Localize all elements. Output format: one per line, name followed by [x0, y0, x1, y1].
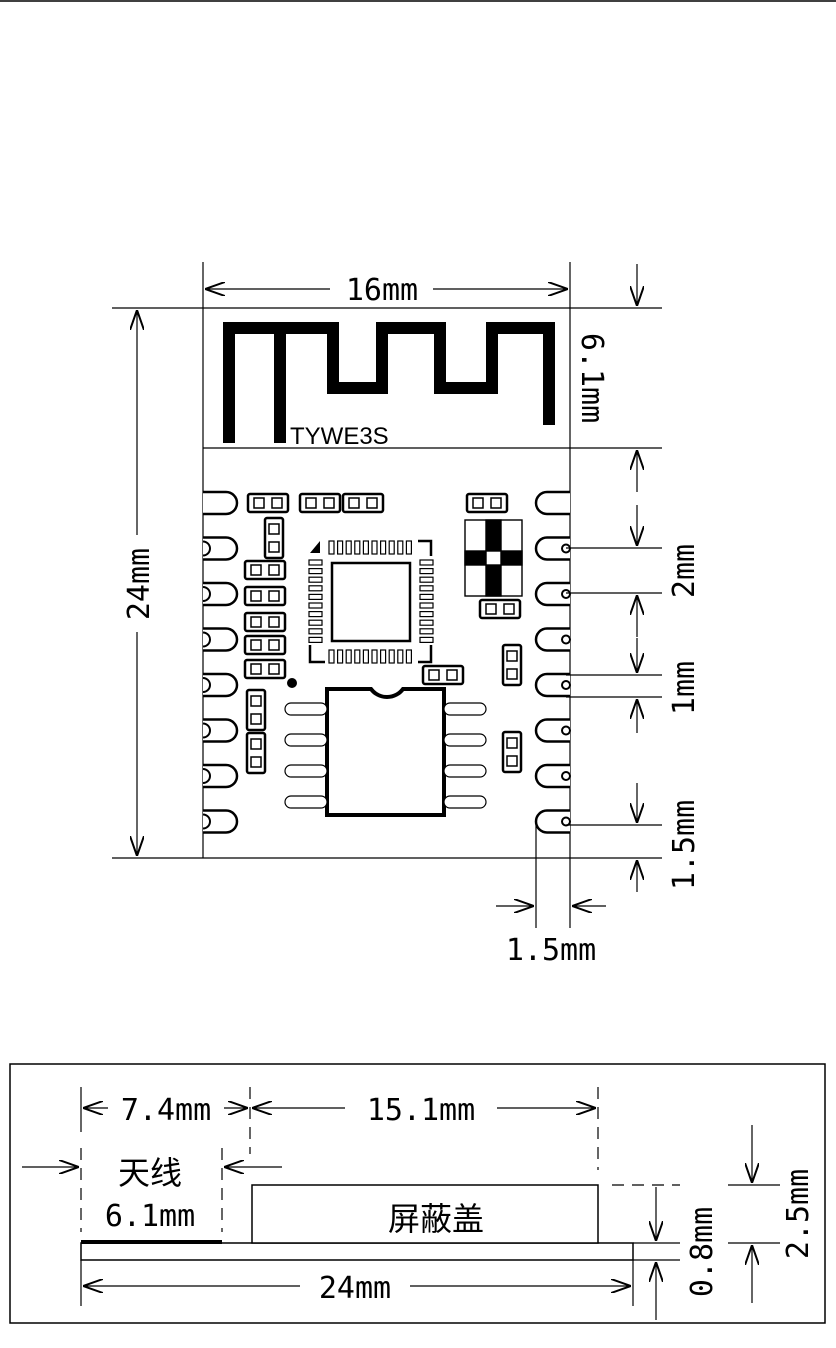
antenna-height-dimension: 6.1mm — [570, 264, 662, 492]
height-label: 24mm — [122, 548, 157, 620]
polarity-dot — [287, 678, 297, 688]
total-height-label: 2.5mm — [781, 1169, 816, 1259]
smd-component — [247, 690, 265, 730]
shield-length-dimension: 15.1mm — [252, 1087, 598, 1170]
pad-hole-right — [562, 727, 570, 735]
smd-component — [245, 587, 285, 605]
smd-component — [248, 494, 288, 512]
pad-hole-right — [562, 636, 570, 644]
smd-component — [480, 600, 520, 618]
smd-component — [503, 645, 521, 685]
smd-component — [245, 660, 285, 678]
pin-pitch-label: 2mm — [667, 544, 702, 598]
total-height-dimension: 2.5mm — [728, 1125, 816, 1303]
pad-left — [203, 720, 237, 742]
smd-component — [247, 733, 265, 773]
smd-component — [245, 561, 285, 579]
antenna-text: 天线 — [118, 1154, 182, 1192]
chip-die-pad — [332, 563, 410, 641]
bottom-margin-dimension: 1.5mm — [566, 783, 702, 892]
smd-component — [245, 636, 285, 654]
top-view: TYWE3S — [112, 262, 702, 968]
crystal-component — [465, 520, 522, 596]
board-length-label: 24mm — [319, 1271, 391, 1306]
smd-component — [503, 732, 521, 772]
pad-left — [203, 765, 237, 787]
shield-length-label: 15.1mm — [367, 1093, 475, 1128]
smd-component — [265, 518, 283, 558]
smd-component — [423, 666, 463, 684]
pin1-marker — [310, 541, 320, 553]
smd-component — [300, 494, 340, 512]
flash-chip — [285, 689, 486, 815]
pad-length-label: 1.5mm — [506, 933, 596, 968]
model-label: TYWE3S — [290, 423, 389, 450]
side-view: 屏蔽盖 7.4mm 15.1mm 天线 6.1mm — [10, 1064, 825, 1323]
width-dimension: 16mm — [203, 262, 570, 308]
antenna-offset-dimension: 7.4mm — [81, 1087, 250, 1154]
wifi-soc-chip — [309, 541, 433, 663]
width-label: 16mm — [346, 273, 418, 308]
pad-left — [203, 674, 237, 696]
pad-left — [203, 583, 237, 605]
smd-component — [245, 613, 285, 631]
shield-label: 屏蔽盖 — [388, 1200, 484, 1238]
pad-width-dimension: 1mm — [566, 638, 702, 733]
pcb-board — [81, 1243, 633, 1260]
bottom-margin-label: 1.5mm — [667, 800, 702, 890]
antenna-height-label: 6.1mm — [574, 333, 609, 423]
smd-component — [343, 494, 383, 512]
pad-width-label: 1mm — [667, 661, 702, 715]
pad-hole-right — [562, 590, 570, 598]
pad-length-dimension: 1.5mm — [496, 825, 606, 968]
smd-component — [467, 494, 507, 512]
pad-hole-right — [562, 818, 570, 826]
pad-left — [203, 629, 237, 651]
pcb-antenna-trace — [229, 328, 549, 443]
pin-pitch-dimension: 2mm — [566, 505, 702, 637]
board-thickness-label: 0.8mm — [685, 1207, 720, 1297]
pad-left — [203, 538, 237, 560]
antenna-offset-label: 7.4mm — [121, 1093, 211, 1128]
height-dimension: 24mm — [112, 308, 203, 858]
pad-right — [536, 492, 570, 514]
antenna-length-label: 6.1mm — [105, 1199, 195, 1234]
board-length-dimension: 24mm — [81, 1260, 633, 1306]
pad-left — [203, 492, 237, 514]
pad-hole-right — [562, 681, 570, 689]
antenna-length-dimension: 天线 6.1mm — [22, 1148, 282, 1234]
pad-left — [203, 811, 237, 833]
pad-hole-right — [562, 772, 570, 780]
